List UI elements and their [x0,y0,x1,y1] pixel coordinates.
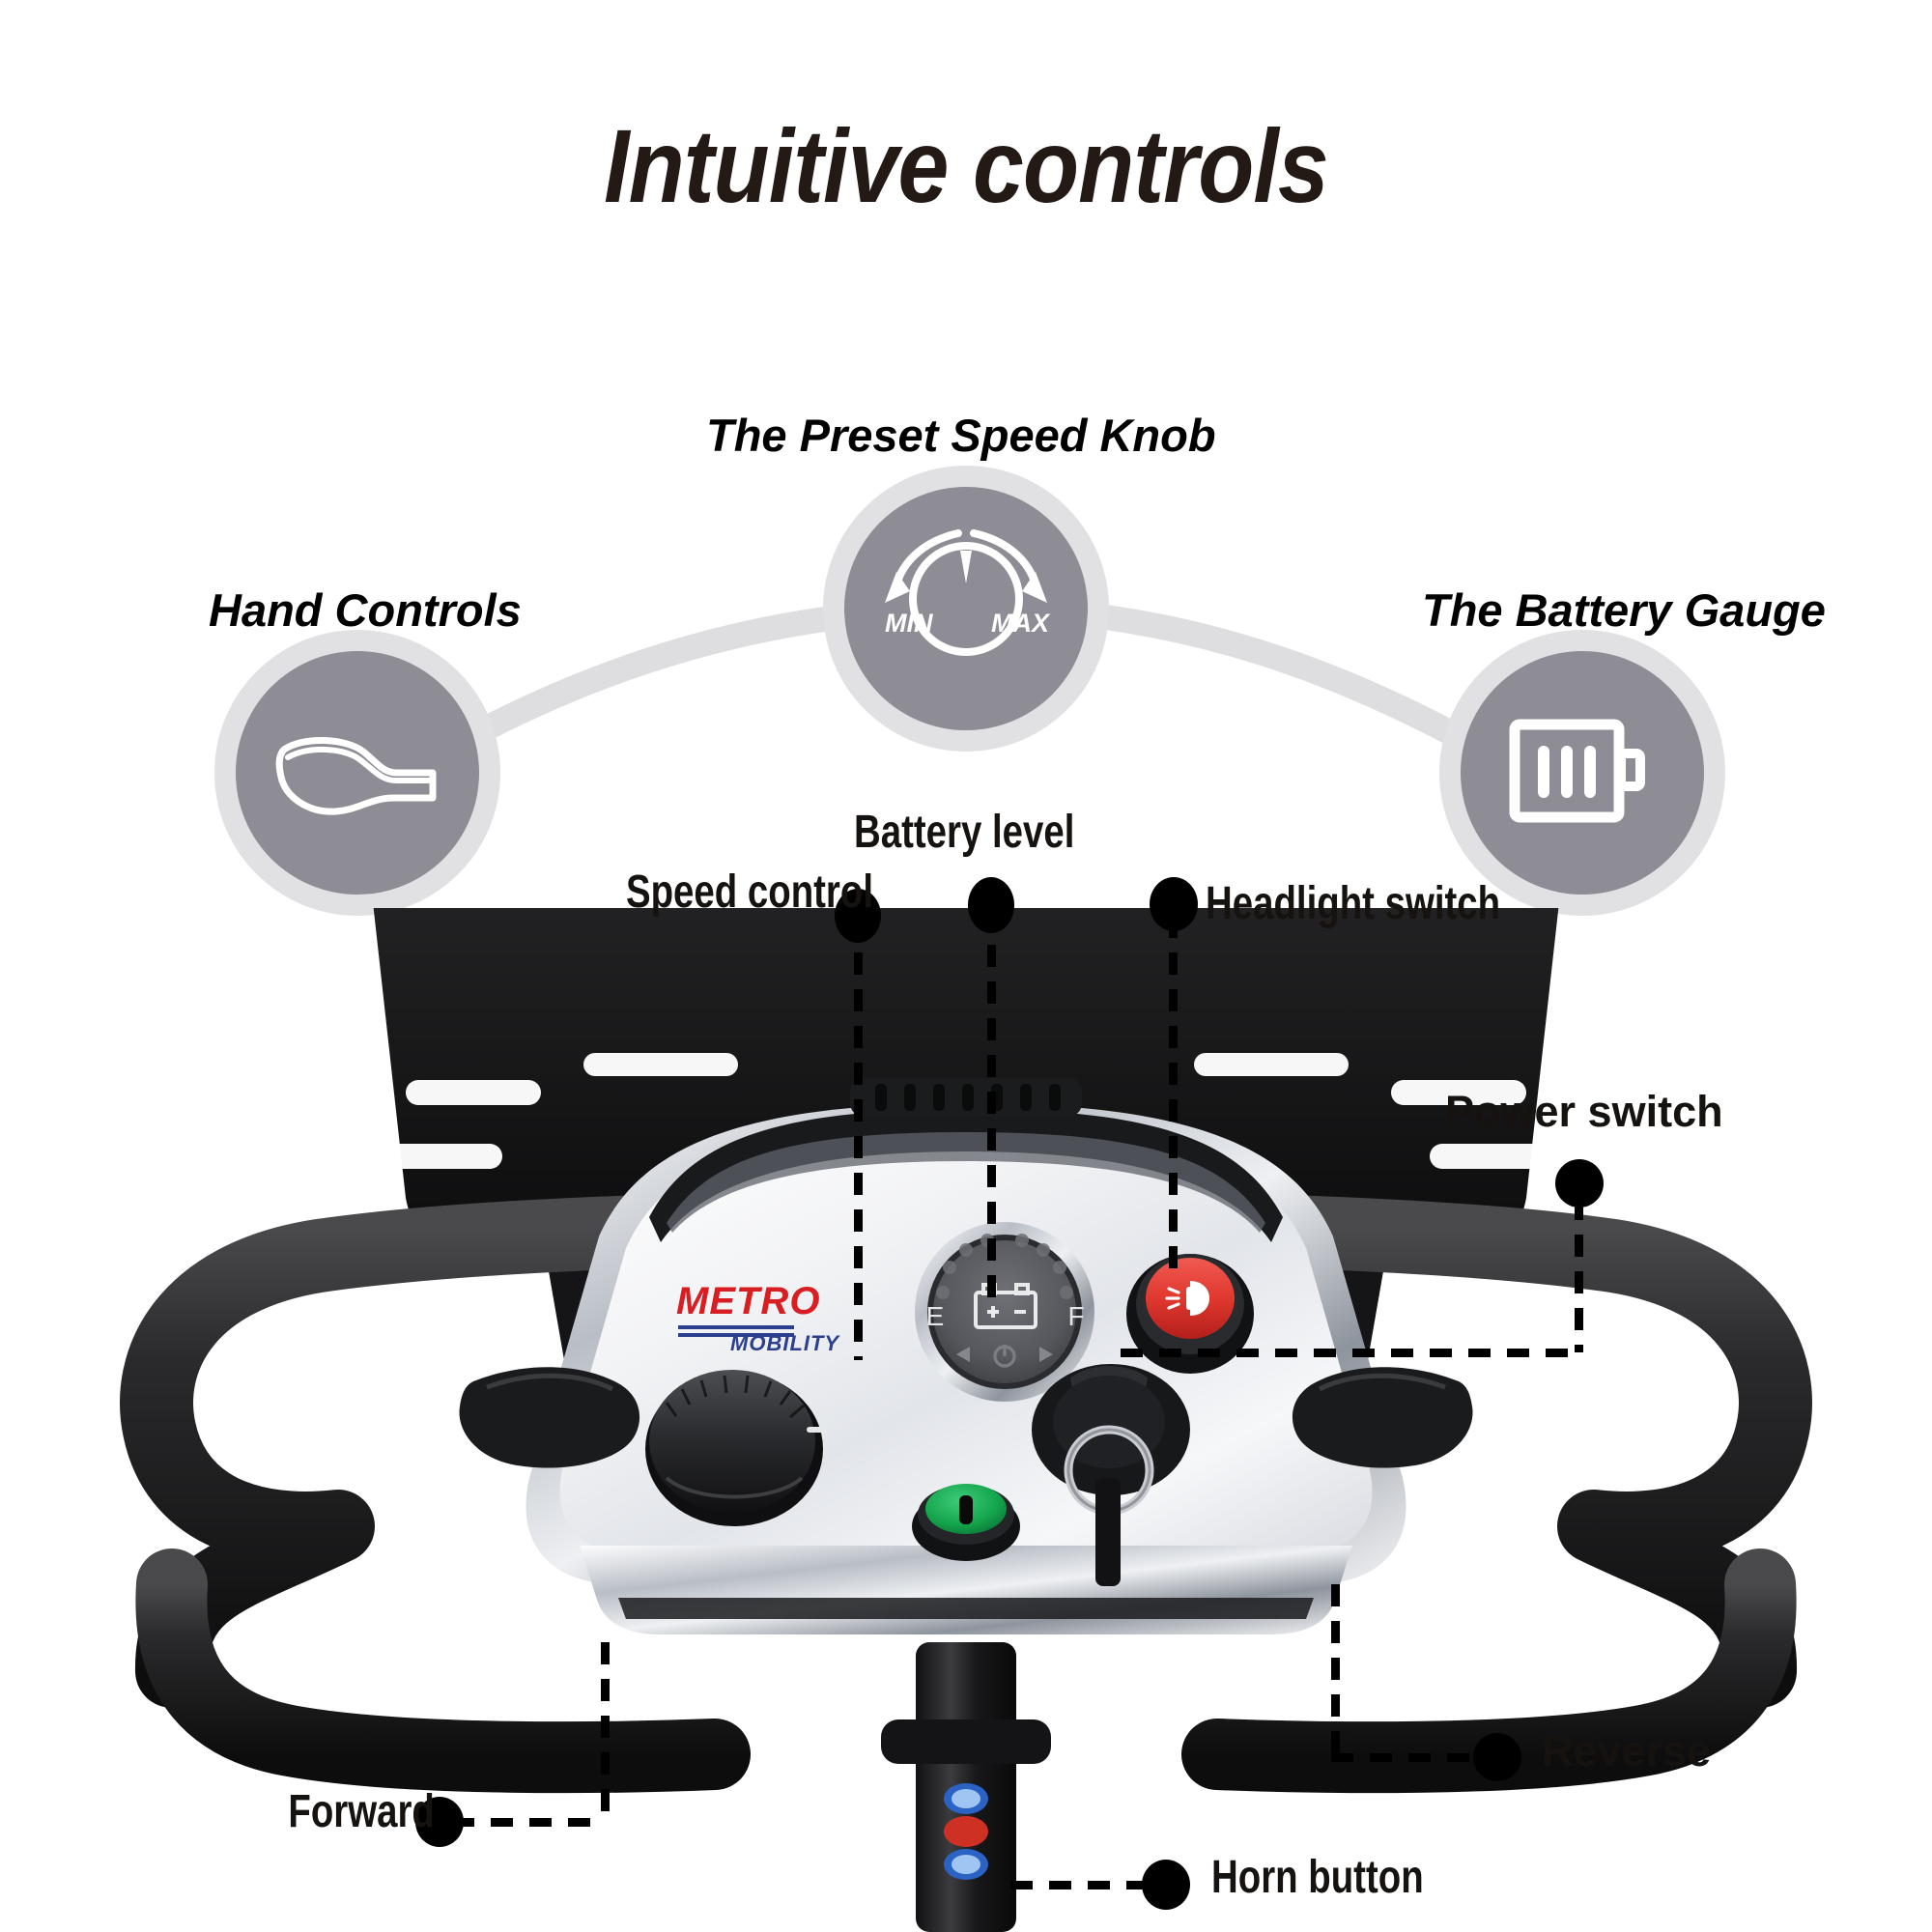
speed-knob-icon: MIN MAX [885,529,1051,656]
leader-speed-control [854,916,863,1360]
handlebar-right [929,1190,1812,1708]
feature-disc-hand-controls [214,630,500,916]
console-horn-button [912,1484,1020,1561]
hand-control-lever-icon [275,737,437,815]
leader-dot-battery-level [968,877,1014,933]
leader-forward-h [452,1818,607,1827]
handlebar-right-lower [1181,1548,1797,1794]
leader-reverse-h [1331,1753,1486,1762]
leader-reverse-v [1331,1584,1340,1758]
scooter-tiller-photo: METRO MOBILITY [120,908,1812,1932]
page-title: Intuitive controls [604,107,1329,224]
leader-headlight-switch [1169,916,1178,1273]
handlebar-left [120,1190,1003,1708]
handlebar-left-lower [135,1548,751,1794]
leader-power-switch-v [1575,1198,1583,1352]
gauge-empty-label: E [926,1301,945,1331]
metro-mobility-logo: METRO MOBILITY [676,1280,840,1355]
disc-core [844,487,1088,730]
leader-dot-headlight-switch [1150,877,1198,931]
gauge-full-label: F [1067,1301,1084,1331]
feature-label-battery-gauge: The Battery Gauge [1422,584,1826,636]
speed-knob-min-label: MIN [885,609,933,638]
console-battery-gauge: E F [915,1222,1094,1402]
disc-core [1461,651,1704,895]
disc-core [236,651,479,895]
speed-knob-max-label: MAX [991,609,1051,638]
console-headlight-switch [1126,1254,1254,1374]
leader-dot-speed-control [835,889,881,943]
horn-button-bar [959,1495,973,1524]
callout-speed-control: Speed control [625,867,874,918]
callout-horn-button: Horn button [1211,1852,1424,1903]
callout-reverse: Reverse [1542,1726,1712,1776]
reverse-lever [1292,1367,1473,1468]
battery-icon [1509,719,1645,823]
stem-decals [944,1783,988,1880]
feature-disc-battery-gauge [1439,630,1725,916]
leader-horn-h [1010,1881,1155,1889]
brand-sub: MOBILITY [730,1331,840,1355]
callout-forward: Forward [288,1786,435,1837]
console-power-key-switch [1032,1364,1190,1586]
brand-name: METRO [676,1280,820,1322]
leader-power-switch-h [1121,1349,1582,1357]
feature-label-hand-controls: Hand Controls [209,584,522,636]
console-speed-control-knob [645,1370,826,1526]
feature-disc-preset-speed-knob: MIN MAX [823,466,1109,752]
forward-lever [459,1367,640,1468]
leader-forward-v [601,1642,610,1824]
callout-headlight-switch: Headlight switch [1206,878,1501,929]
callout-power-switch: Power switch [1445,1087,1723,1136]
tiller-stem [881,1642,1051,1932]
callout-battery-level: Battery level [854,807,1075,858]
leader-battery-level [987,908,996,1304]
feature-label-preset-speed-knob: The Preset Speed Knob [706,410,1216,461]
headlight-icon [1165,1281,1209,1316]
